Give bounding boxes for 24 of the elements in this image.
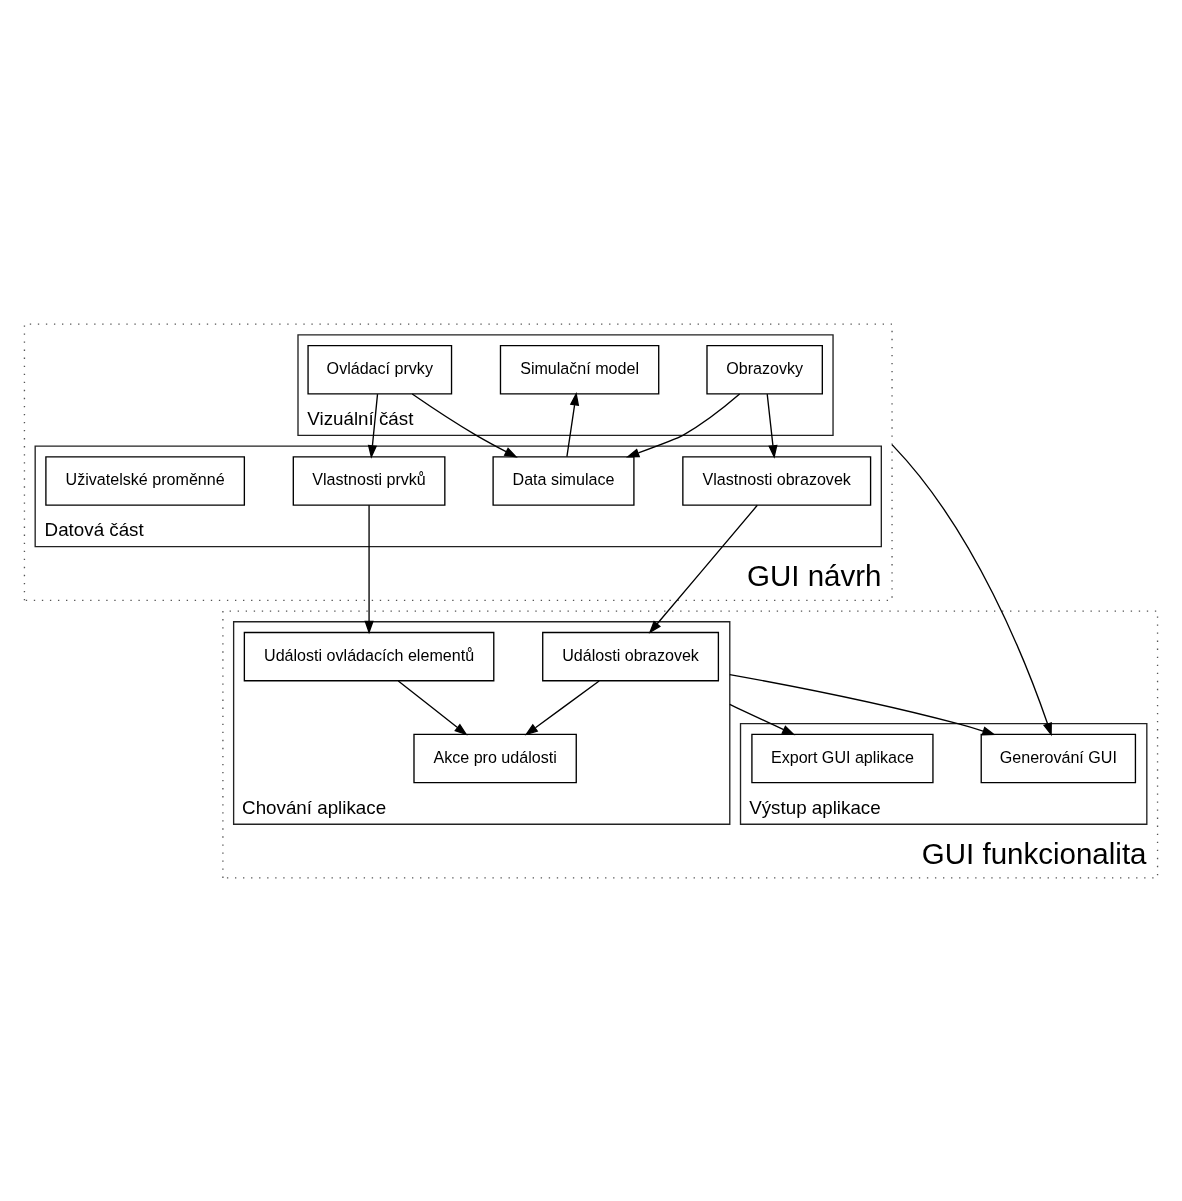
node-box: Akce pro události <box>413 733 577 783</box>
node-box: Uživatelské proměnné <box>45 455 246 506</box>
arrow <box>729 673 996 735</box>
arrow <box>766 392 778 459</box>
node-box: Obrazovky <box>706 344 823 394</box>
arrow <box>367 392 379 459</box>
node-box: Data simulace <box>492 455 635 506</box>
arrow <box>625 392 741 457</box>
arrow <box>566 391 580 457</box>
node-box: Simulační model <box>499 344 660 394</box>
node-box: Vlastnosti obrazovek <box>682 455 872 506</box>
node-box: Vlastnosti prvků <box>292 455 446 506</box>
arrow <box>411 392 518 458</box>
node-box: Události ovládacích elementů <box>243 631 495 681</box>
node-box: Ovládací prvky <box>307 344 453 394</box>
arrow <box>364 504 374 634</box>
node-box: Generování GUI <box>980 733 1137 783</box>
node-box: Export GUI aplikace <box>751 733 934 783</box>
arrow <box>648 504 758 634</box>
node-box: Události obrazovek <box>542 631 720 681</box>
arrow <box>891 443 1052 736</box>
arrow <box>524 679 600 736</box>
arrow <box>729 703 796 735</box>
arrow <box>397 679 468 736</box>
